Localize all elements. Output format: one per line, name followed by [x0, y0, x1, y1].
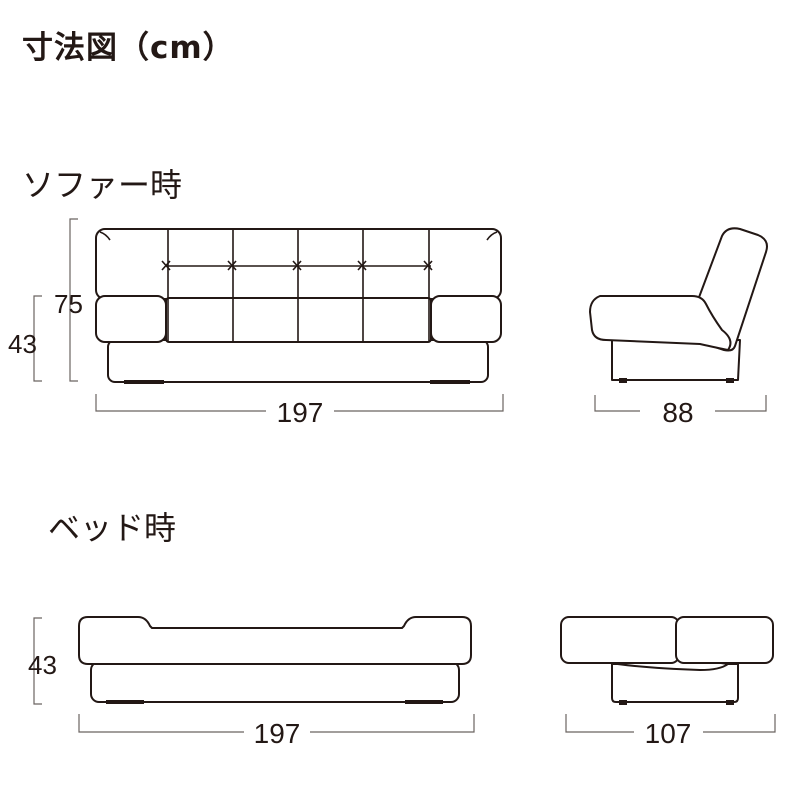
sofa-depth-value: 88 [662, 397, 693, 428]
sofa-seat-height-value: 43 [8, 329, 37, 359]
sofa-side-foot-back [726, 378, 734, 383]
bed-side-foot-front [619, 700, 627, 705]
bed-side-view [560, 616, 774, 705]
bed-side-cushion-front [560, 616, 680, 664]
bed-height-value: 43 [28, 650, 57, 680]
page-title: 寸法図（cm） [22, 30, 235, 66]
sofa-back-corners [99, 231, 498, 241]
bed-base [90, 661, 460, 703]
sofa-height-bracket [69, 218, 78, 382]
bed-foot-left [106, 700, 144, 704]
sofa-seat-height-bracket [33, 295, 42, 382]
sofa-foot-right [430, 380, 470, 384]
sofa-side-foot-front [619, 378, 627, 383]
sofa-cushion-seams [167, 229, 430, 342]
sofa-side-seat [589, 295, 732, 351]
sofa-width-line [95, 394, 504, 412]
sofa-base [107, 339, 489, 383]
bed-foot-right [405, 700, 443, 704]
sofa-side-view [589, 227, 768, 383]
sofa-arm-left [95, 295, 167, 343]
bed-side-foot-back [726, 700, 734, 705]
sofa-width-value: 197 [277, 397, 324, 428]
bed-height-bracket [33, 617, 42, 705]
bed-front-view [78, 616, 472, 704]
bed-mode-label: ベッド時 [48, 509, 177, 547]
sofa-height-value: 75 [54, 289, 83, 319]
sofa-tufts [161, 260, 433, 271]
sofa-mode-label: ソファー時 [22, 166, 183, 204]
bed-width-value: 197 [254, 718, 301, 749]
sofa-foot-left [124, 380, 164, 384]
sofa-depth-line [594, 395, 767, 412]
bed-side-cushion-back [675, 616, 774, 664]
bed-depth-line [565, 714, 776, 733]
sofa-front-view [95, 228, 502, 384]
bed-width-line [78, 714, 475, 733]
bed-depth-value: 107 [645, 718, 692, 749]
bed-mattress [78, 616, 472, 665]
sofa-arm-right [430, 295, 502, 343]
